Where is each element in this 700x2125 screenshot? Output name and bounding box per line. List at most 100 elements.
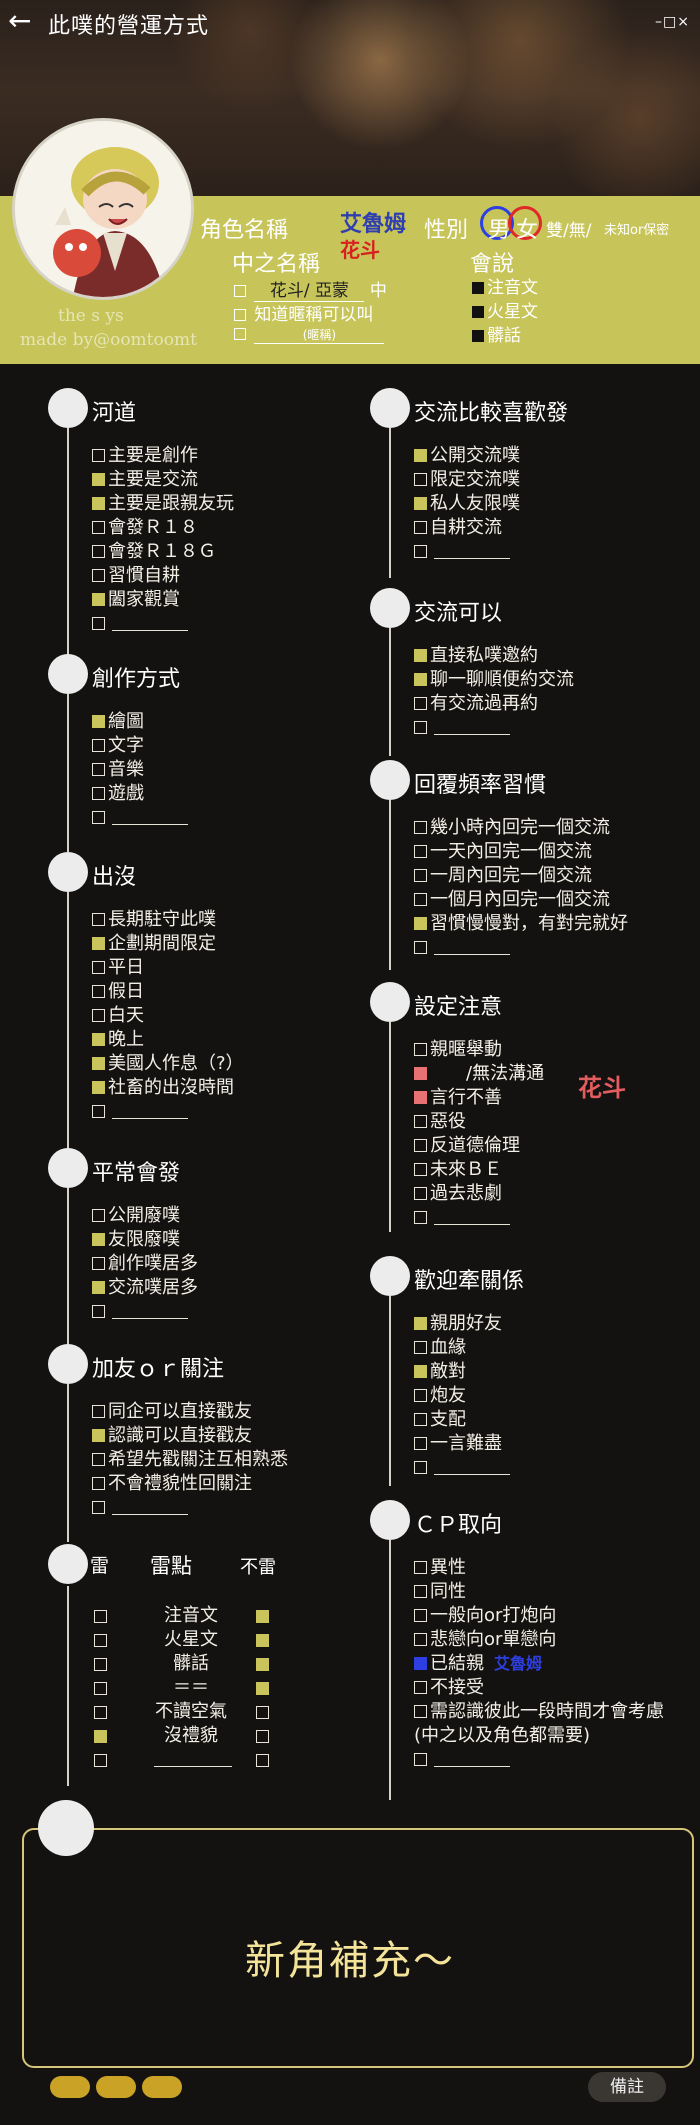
cp-item[interactable] bbox=[414, 1748, 664, 1772]
lei-checkbox[interactable] bbox=[94, 1682, 107, 1695]
know-nickname-row[interactable]: 知道暱稱可以叫 bbox=[234, 300, 373, 325]
cp-item[interactable]: 一般向or打炮向 bbox=[414, 1604, 664, 1628]
qianguanxi-checkbox[interactable] bbox=[414, 1365, 427, 1378]
hedao-checkbox[interactable] bbox=[92, 521, 105, 534]
speak-item[interactable]: 火星文 bbox=[472, 300, 538, 324]
sheding-item[interactable]: 親暱舉動 bbox=[414, 1038, 544, 1062]
hedao-checkbox[interactable] bbox=[92, 497, 105, 510]
jiaoliu_like-item[interactable]: 自耕交流 bbox=[414, 516, 520, 540]
qianguanxi-item[interactable] bbox=[414, 1456, 510, 1480]
jiayou-checkbox[interactable] bbox=[92, 1501, 105, 1514]
lei-checkbox[interactable] bbox=[94, 1634, 107, 1647]
chumo-checkbox[interactable] bbox=[92, 961, 105, 974]
chumo-item[interactable]: 長期駐守此噗 bbox=[92, 908, 244, 932]
chumo-checkbox[interactable] bbox=[92, 913, 105, 926]
jiayou-item[interactable]: 希望先戳關注互相熟悉 bbox=[92, 1448, 288, 1472]
jiaoliu_like-item[interactable] bbox=[414, 540, 520, 564]
lei-checkbox[interactable] bbox=[94, 1730, 107, 1743]
lei-checkbox[interactable] bbox=[94, 1610, 107, 1623]
not-lei-checkbox[interactable] bbox=[256, 1754, 269, 1767]
pingchang-checkbox[interactable] bbox=[92, 1233, 105, 1246]
cp-checkbox[interactable] bbox=[414, 1633, 427, 1646]
chumo-item[interactable]: 社畜的出沒時間 bbox=[92, 1076, 244, 1100]
qianguanxi-item[interactable]: 親朋好友 bbox=[414, 1312, 510, 1336]
chumo-item[interactable]: 美國人作息（?） bbox=[92, 1052, 244, 1076]
cp-item[interactable]: 同性 bbox=[414, 1580, 664, 1604]
jiayou-item[interactable] bbox=[92, 1496, 288, 1520]
back-arrow-icon[interactable]: ← bbox=[8, 4, 32, 37]
hedao-checkbox[interactable] bbox=[92, 545, 105, 558]
jiaoliu_ok-checkbox[interactable] bbox=[414, 673, 427, 686]
pingchang-checkbox[interactable] bbox=[92, 1281, 105, 1294]
sheding-checkbox[interactable] bbox=[414, 1187, 427, 1200]
hedao-item[interactable]: 主要是跟親友玩 bbox=[92, 492, 234, 516]
huifu-item[interactable]: 習慣慢慢對，有對完就好 bbox=[414, 912, 628, 936]
pingchang-item[interactable]: 交流噗居多 bbox=[92, 1276, 198, 1300]
jiaoliu_ok-item[interactable]: 有交流過再約 bbox=[414, 692, 574, 716]
cp-item[interactable]: 已結親艾魯姆 bbox=[414, 1652, 664, 1676]
jiaoliu_ok-item[interactable]: 直接私噗邀約 bbox=[414, 644, 574, 668]
nickname-checkbox[interactable] bbox=[234, 328, 246, 340]
gender-male[interactable]: 男 bbox=[488, 218, 511, 243]
qianguanxi-checkbox[interactable] bbox=[414, 1437, 427, 1450]
sheding-checkbox[interactable] bbox=[414, 1043, 427, 1056]
pingchang-checkbox[interactable] bbox=[92, 1257, 105, 1270]
speak-item[interactable]: 注音文 bbox=[472, 276, 538, 300]
jiaoliu_like-checkbox[interactable] bbox=[414, 521, 427, 534]
jiaoliu_like-checkbox[interactable] bbox=[414, 473, 427, 486]
pingchang-item[interactable] bbox=[92, 1300, 198, 1324]
chumo-item[interactable]: 白天 bbox=[92, 1004, 244, 1028]
hedao-checkbox[interactable] bbox=[92, 569, 105, 582]
lei-checkbox[interactable] bbox=[94, 1754, 107, 1767]
sheding-checkbox[interactable] bbox=[414, 1139, 427, 1152]
not-lei-checkbox[interactable] bbox=[256, 1682, 269, 1695]
sheding-checkbox[interactable] bbox=[414, 1163, 427, 1176]
note-button[interactable]: 備註 bbox=[588, 2072, 666, 2102]
jiaoliu_like-checkbox[interactable] bbox=[414, 545, 427, 558]
sheding-checkbox[interactable] bbox=[414, 1067, 427, 1080]
chumo-item[interactable]: 平日 bbox=[92, 956, 244, 980]
huifu-checkbox[interactable] bbox=[414, 941, 427, 954]
hedao-item[interactable]: 主要是交流 bbox=[92, 468, 234, 492]
huifu-checkbox[interactable] bbox=[414, 821, 427, 834]
hedao-checkbox[interactable] bbox=[92, 473, 105, 486]
know-nickname-checkbox[interactable] bbox=[234, 309, 246, 321]
jiayou-item[interactable]: 認識可以直接戳友 bbox=[92, 1424, 288, 1448]
chumo-checkbox[interactable] bbox=[92, 937, 105, 950]
lei-checkbox[interactable] bbox=[94, 1658, 107, 1671]
qianguanxi-checkbox[interactable] bbox=[414, 1317, 427, 1330]
cp-checkbox[interactable] bbox=[414, 1753, 427, 1766]
chuangzuo-checkbox[interactable] bbox=[92, 763, 105, 776]
jiaoliu_ok-checkbox[interactable] bbox=[414, 697, 427, 710]
cp-item[interactable]: 需認識彼此一段時間才會考慮 bbox=[414, 1700, 664, 1724]
jiaoliu_like-checkbox[interactable] bbox=[414, 497, 427, 510]
huifu-item[interactable]: 一個月內回完一個交流 bbox=[414, 888, 628, 912]
huifu-item[interactable]: 一周內回完一個交流 bbox=[414, 864, 628, 888]
jiaoliu_ok-checkbox[interactable] bbox=[414, 721, 427, 734]
hedao-item[interactable]: 習慣自耕 bbox=[92, 564, 234, 588]
jiayou-item[interactable]: 同企可以直接戳友 bbox=[92, 1400, 288, 1424]
jiayou-checkbox[interactable] bbox=[92, 1429, 105, 1442]
not-lei-checkbox[interactable] bbox=[256, 1730, 269, 1743]
pingchang-checkbox[interactable] bbox=[92, 1305, 105, 1318]
sheding-item[interactable]: 過去悲劇 bbox=[414, 1182, 544, 1206]
huifu-checkbox[interactable] bbox=[414, 869, 427, 882]
jiaoliu_like-checkbox[interactable] bbox=[414, 449, 427, 462]
jiaoliu_like-item[interactable]: 私人友限噗 bbox=[414, 492, 520, 516]
chuangzuo-item[interactable]: 遊戲 bbox=[92, 782, 188, 806]
sheding-checkbox[interactable] bbox=[414, 1091, 427, 1104]
pingchang-item[interactable]: 創作噗居多 bbox=[92, 1252, 198, 1276]
chuangzuo-checkbox[interactable] bbox=[92, 739, 105, 752]
huifu-checkbox[interactable] bbox=[414, 917, 427, 930]
chuangzuo-checkbox[interactable] bbox=[92, 811, 105, 824]
nickname-row[interactable]: (暱稱) bbox=[234, 324, 385, 344]
speak-checkbox[interactable] bbox=[472, 306, 484, 318]
jiayou-checkbox[interactable] bbox=[92, 1405, 105, 1418]
qianguanxi-item[interactable]: 支配 bbox=[414, 1408, 510, 1432]
sheding-checkbox[interactable] bbox=[414, 1115, 427, 1128]
chumo-checkbox[interactable] bbox=[92, 1057, 105, 1070]
cp-checkbox[interactable] bbox=[414, 1705, 427, 1718]
chumo-item[interactable]: 假日 bbox=[92, 980, 244, 1004]
cp-item[interactable]: (中之以及角色都需要) bbox=[414, 1724, 664, 1748]
huifu-checkbox[interactable] bbox=[414, 845, 427, 858]
